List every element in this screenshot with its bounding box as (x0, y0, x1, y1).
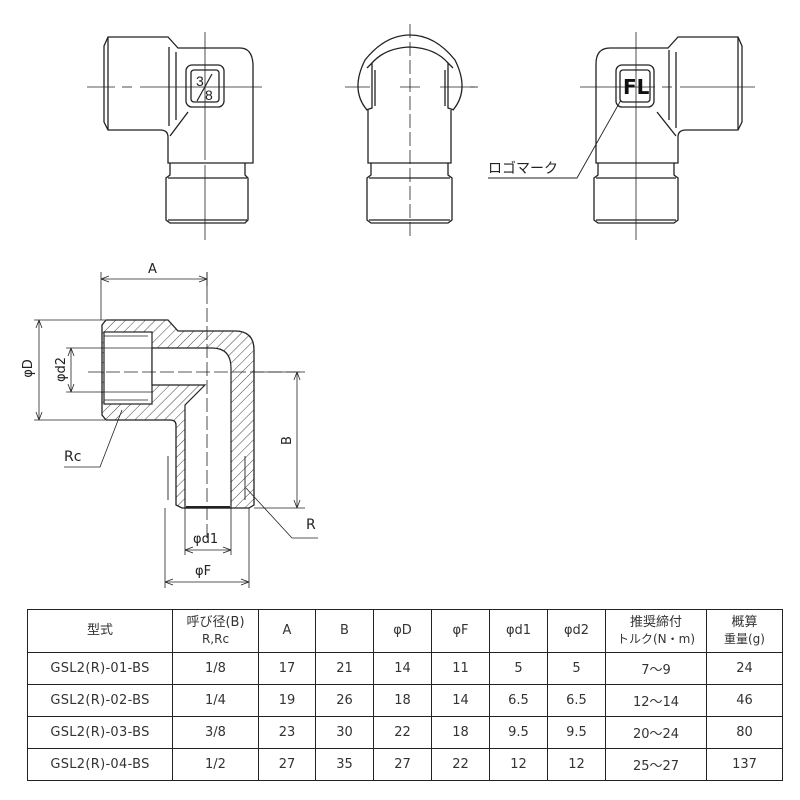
cell-model: GSL2(R)-04-BS (27, 748, 173, 781)
header-phi-d1: φd1 (489, 609, 548, 653)
header-phi-d2: φd2 (547, 609, 606, 653)
header-a: A (258, 609, 316, 653)
cell-model: GSL2(R)-02-BS (27, 684, 173, 717)
cell-weight: 80 (706, 716, 783, 749)
table-row: GSL2(R)-01-BS 1/8 17 21 14 11 5 5 7〜9 24 (27, 652, 783, 685)
cell-b: 26 (315, 684, 374, 717)
cell-model: GSL2(R)-01-BS (27, 652, 173, 685)
dim-label-a: A (148, 262, 157, 277)
header-model: 型式 (27, 609, 173, 653)
cell-phi-d: 22 (373, 716, 432, 749)
dim-label-phi-d2: φd2 (54, 356, 70, 383)
front-view (87, 32, 262, 240)
cell-phi-d2: 12 (547, 748, 606, 781)
cell-weight: 46 (706, 684, 783, 717)
cell-torque: 12〜14 (605, 684, 707, 717)
table-row: GSL2(R)-04-BS 1/2 27 35 27 22 12 12 25〜2… (27, 748, 783, 781)
cell-phi-d1: 12 (489, 748, 548, 781)
cell-weight: 24 (706, 652, 783, 685)
spec-table: 型式 呼び径(B)R,Rc A B φD φF φd1 φd2 推奨締付トルク(… (27, 609, 783, 781)
cell-b: 30 (315, 716, 374, 749)
cell-phi-d1: 6.5 (489, 684, 548, 717)
cell-phi-d: 27 (373, 748, 432, 781)
cell-phi-f: 18 (431, 716, 490, 749)
dim-label-phi-d: φD (20, 359, 36, 378)
size-marking-denominator: 8 (205, 87, 213, 103)
cell-weight: 137 (706, 748, 783, 781)
cell-torque: 25〜27 (605, 748, 707, 781)
thread-label-rc: Rc (64, 449, 82, 465)
cell-a: 23 (258, 716, 316, 749)
cell-nominal-size: 3/8 (172, 716, 259, 749)
cell-torque: 20〜24 (605, 716, 707, 749)
cell-phi-d: 18 (373, 684, 432, 717)
cell-phi-d2: 6.5 (547, 684, 606, 717)
cell-model: GSL2(R)-03-BS (27, 716, 173, 749)
logo-callout-label: ロゴマーク (488, 160, 558, 177)
size-marking-numerator: 3 (196, 73, 204, 89)
cell-b: 35 (315, 748, 374, 781)
table-header-row: 型式 呼び径(B)R,Rc A B φD φF φd1 φd2 推奨締付トルク(… (27, 609, 783, 653)
cell-phi-f: 14 (431, 684, 490, 717)
cell-a: 19 (258, 684, 316, 717)
cell-phi-d: 14 (373, 652, 432, 685)
header-torque: 推奨締付トルク(N・m) (605, 609, 707, 653)
technical-drawing: 3 8 FL ロゴマー (34, 24, 755, 588)
cell-nominal-size: 1/2 (172, 748, 259, 781)
rear-view (470, 32, 755, 240)
dim-label-phi-f: φF (195, 564, 212, 579)
header-b: B (315, 609, 374, 653)
cell-phi-f: 22 (431, 748, 490, 781)
cell-phi-d2: 5 (547, 652, 606, 685)
cell-a: 17 (258, 652, 316, 685)
header-phi-d: φD (373, 609, 432, 653)
cell-phi-d2: 9.5 (547, 716, 606, 749)
dim-label-b: B (279, 436, 295, 445)
side-view (345, 24, 475, 240)
header-weight: 概算重量(g) (706, 609, 783, 653)
thread-label-r: R (306, 517, 316, 533)
cell-b: 21 (315, 652, 374, 685)
cell-a: 27 (258, 748, 316, 781)
cell-phi-d1: 9.5 (489, 716, 548, 749)
dim-label-phi-d1: φd1 (193, 532, 219, 547)
section-view (34, 272, 318, 588)
table-row: GSL2(R)-02-BS 1/4 19 26 18 14 6.5 6.5 12… (27, 684, 783, 717)
logo-mark: FL (623, 75, 650, 99)
header-nominal-size: 呼び径(B)R,Rc (172, 609, 259, 653)
header-phi-f: φF (431, 609, 490, 653)
cell-phi-d1: 5 (489, 652, 548, 685)
cell-nominal-size: 1/8 (172, 652, 259, 685)
cell-phi-f: 11 (431, 652, 490, 685)
cell-torque: 7〜9 (605, 652, 707, 685)
cell-nominal-size: 1/4 (172, 684, 259, 717)
table-row: GSL2(R)-03-BS 3/8 23 30 22 18 9.5 9.5 20… (27, 716, 783, 749)
